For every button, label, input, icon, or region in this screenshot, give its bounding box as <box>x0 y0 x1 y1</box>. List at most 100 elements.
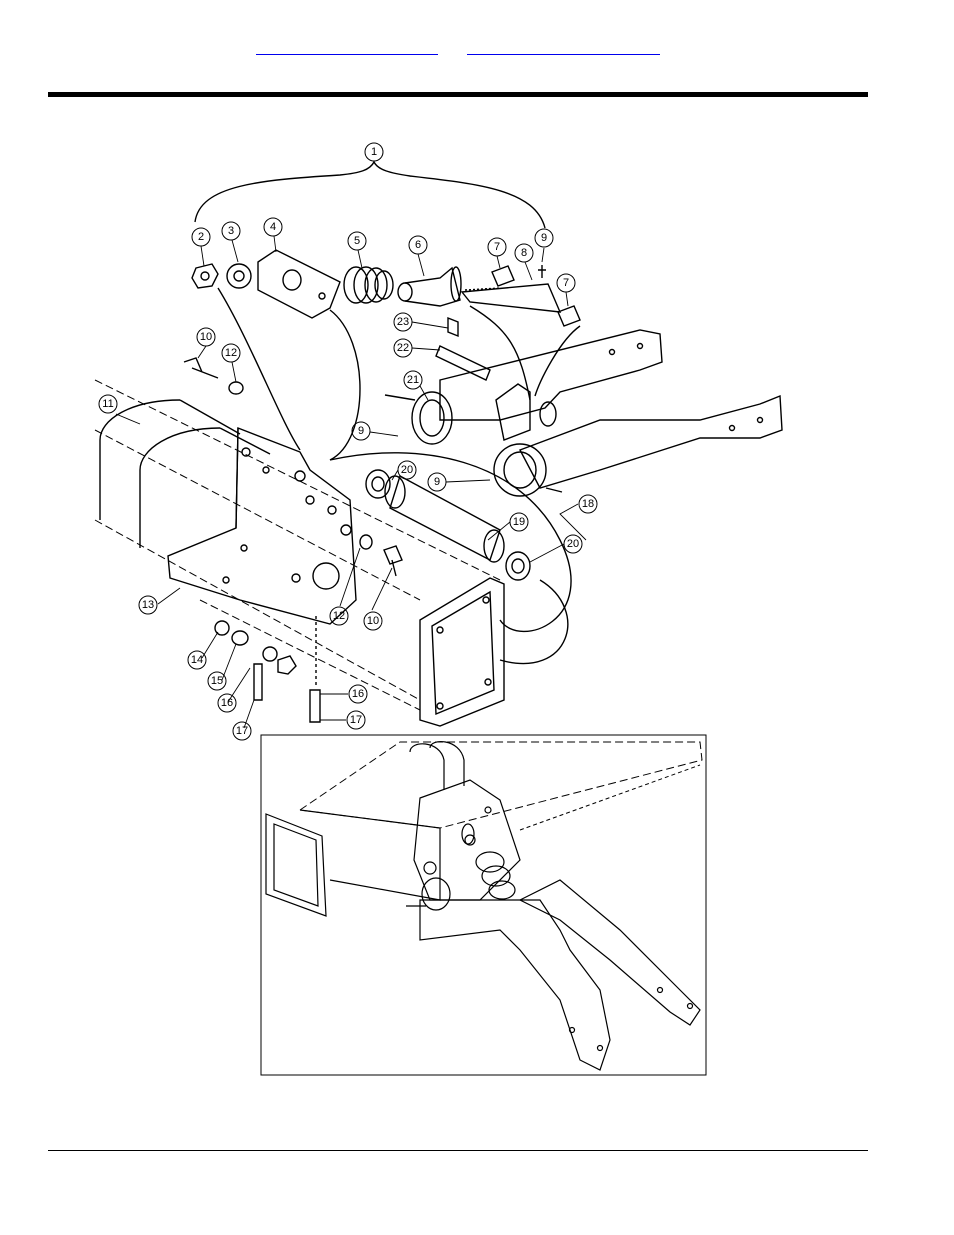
callout-21 <box>403 370 423 390</box>
parts-diagram: 1 2 3 4 5 6 7 8 9 7 23 22 10 12 21 11 9 … <box>94 142 783 1076</box>
upper-arm-part <box>384 329 663 445</box>
callout-13 <box>138 595 158 615</box>
callout-label: 17 <box>350 714 362 726</box>
nut-part <box>191 263 219 289</box>
callout-label: 17 <box>236 725 248 737</box>
roll-pin-part <box>447 316 459 338</box>
callout-label: 3 <box>228 225 234 237</box>
callout-label: 20 <box>567 538 579 550</box>
callout-label: 6 <box>415 239 421 251</box>
callout-15 <box>207 671 227 691</box>
bushing-12-top-part <box>228 381 244 395</box>
callout-2 <box>191 227 211 247</box>
callout-12a <box>221 343 241 363</box>
callout-label: 9 <box>434 476 440 488</box>
header-rule <box>48 92 868 97</box>
callout-10a <box>196 327 216 347</box>
callout-label: 14 <box>191 654 203 666</box>
callout-label: 8 <box>521 247 527 259</box>
leader-lines <box>115 235 587 729</box>
callout-14 <box>187 650 207 670</box>
callout-label: 10 <box>367 615 379 627</box>
footer-rule <box>48 1150 868 1151</box>
callout-18 <box>578 494 598 514</box>
callout-20b <box>563 534 583 554</box>
callout-label: 22 <box>397 342 409 354</box>
callout-label: 2 <box>198 231 204 243</box>
link-block-part <box>257 249 341 319</box>
callout-label: 18 <box>582 498 594 510</box>
callout-label: 12 <box>225 347 237 359</box>
grease-fitting-part <box>538 265 546 278</box>
callout-9a <box>534 228 554 248</box>
callout-brace <box>194 160 546 229</box>
header-link-2[interactable] <box>467 40 660 55</box>
callout-label: 10 <box>200 331 212 343</box>
tube-end-plate-part <box>419 577 505 727</box>
shaft-tube-part <box>384 474 505 563</box>
callout-label: 7 <box>563 277 569 289</box>
callout-4 <box>263 217 283 237</box>
square-tube-part <box>94 379 501 711</box>
spring-rod-part <box>397 266 462 307</box>
threaded-pin-part <box>460 283 562 313</box>
bottom-hardware-part <box>214 616 321 723</box>
callout-label: 5 <box>354 235 360 247</box>
callout-label: 15 <box>211 675 223 687</box>
callout-11 <box>98 394 118 414</box>
clevis-pin-part <box>435 345 491 381</box>
callout-16a <box>217 693 237 713</box>
inset-spring-part <box>461 823 516 900</box>
callout-label: 11 <box>102 398 113 410</box>
callout-7a <box>487 237 507 257</box>
assembly-curve-3 <box>534 325 581 397</box>
bearing-part <box>365 469 531 581</box>
callout-label: 12 <box>333 610 345 622</box>
bolt-10-part <box>383 545 403 577</box>
assembly-curve-4 <box>217 287 301 451</box>
spring-part <box>343 266 394 304</box>
callout-1 <box>364 142 384 162</box>
callout-label: 9 <box>541 232 547 244</box>
assembly-curve-5 <box>329 452 572 633</box>
header-link-1[interactable] <box>256 40 438 55</box>
callout-23 <box>393 312 413 332</box>
bolt-10-top-part <box>183 357 219 379</box>
assembled-view-inset <box>260 734 707 1076</box>
callout-label: 21 <box>407 374 419 386</box>
callout-17b <box>346 710 366 730</box>
u-bolt-part <box>99 399 271 548</box>
callout-label: 16 <box>221 697 233 709</box>
washer-part <box>226 263 252 289</box>
callout-label: 4 <box>270 221 276 233</box>
callout-label: 1 <box>371 146 377 158</box>
callout-5 <box>347 231 367 251</box>
bushing-part <box>491 265 581 327</box>
callout-label: 23 <box>397 316 409 328</box>
lower-arm-part <box>493 394 783 497</box>
callout-8 <box>514 243 534 263</box>
spring-mount-part <box>495 383 531 441</box>
callout-label: 16 <box>352 688 364 700</box>
assembly-curve-2 <box>469 305 531 401</box>
inset-arm-part <box>406 877 701 1071</box>
callout-12b <box>329 606 349 626</box>
callout-3 <box>221 221 241 241</box>
callout-19 <box>509 512 529 532</box>
callout-label: 9 <box>358 425 364 437</box>
callout-6 <box>408 235 428 255</box>
callout-20a <box>397 460 417 480</box>
callout-16b <box>348 684 368 704</box>
callout-7b <box>556 273 576 293</box>
callout-10b <box>363 611 383 631</box>
mounting-bracket-part <box>167 426 357 625</box>
assembly-curve-1 <box>329 309 361 461</box>
inset-bracket-part <box>409 741 521 901</box>
callout-9b <box>351 421 371 441</box>
callout-label: 19 <box>513 516 525 528</box>
callout-label: 7 <box>494 241 500 253</box>
bushing-12-part <box>359 534 373 550</box>
assembly-curve-6 <box>499 579 569 665</box>
callout-label: 13 <box>142 599 154 611</box>
callout-label: 20 <box>401 464 413 476</box>
